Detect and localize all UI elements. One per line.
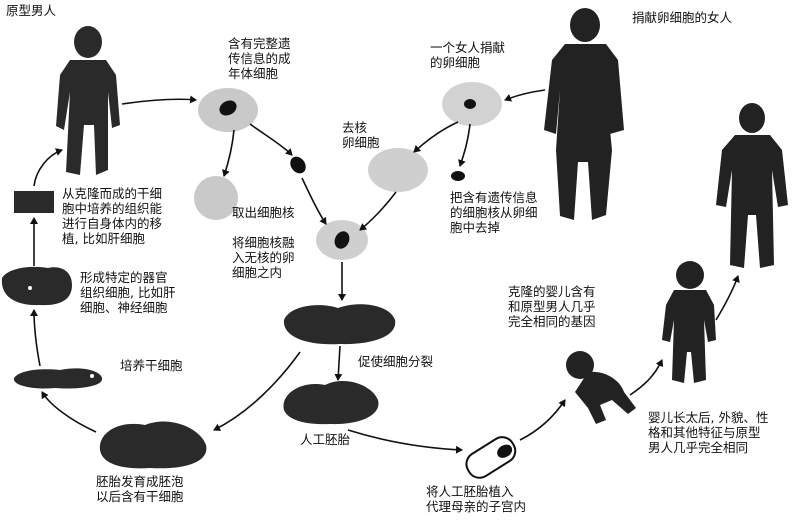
extracted-nucleus — [290, 156, 306, 174]
egg-cell — [442, 82, 502, 126]
culture-stem-label: 培养干细胞 — [120, 358, 183, 373]
original-man-silhouette — [56, 26, 120, 175]
promote-division-label: 促使细胞分裂 — [358, 354, 434, 369]
removed-nucleus — [451, 171, 465, 181]
blastocyst-blob — [99, 421, 207, 469]
process-arrows — [30, 89, 740, 454]
transplant-tissue-block — [14, 191, 54, 213]
organ-cells-label: 形成特定的器官 组织细胞, 比如肝 细胞、神经细胞 — [80, 270, 176, 315]
grown-up-label: 婴儿长太后, 外貌、性 格和其他特征与原型 男人几乎完全相同 — [648, 410, 769, 455]
transplant-tissue-label: 从克隆而成的干细 胞中培养的组织能 进行自身体内的移 植, 比如肝细胞 — [62, 186, 163, 246]
baby-silhouette — [566, 351, 636, 424]
enucleated-egg-label: 去核 卵细胞 — [342, 120, 380, 150]
dividing-cell-cluster — [283, 304, 396, 345]
artificial-embryo-blob — [283, 380, 379, 425]
adult-body-cell — [198, 88, 258, 132]
fused-cell — [316, 220, 368, 260]
woman-egg-label: 一个女人捐献 的卵细胞 — [430, 40, 506, 70]
fuse-nucleus-label: 将细胞核融 入无核的卵 细胞之内 — [232, 235, 295, 280]
donor-woman-label: 捐献卵细胞的女人 — [632, 10, 733, 25]
implant-label: 将人工胚胎植入 代理母亲的子宫内 — [426, 484, 527, 514]
artificial-embryo-label: 人工胚胎 — [300, 432, 351, 447]
donor-woman-silhouette — [544, 8, 624, 220]
surrogate-uterus — [465, 436, 517, 479]
original-man-label: 原型男人 — [6, 3, 57, 18]
remove-nucleus-label: 把含有遗传信息 的细胞核从卵细 胞中去掉 — [450, 190, 538, 235]
clone-baby-label: 克隆的婴儿含有 和原型男人几乎 完全相同的基因 — [508, 284, 596, 329]
extract-nucleus-label: 取出细胞核 — [232, 205, 295, 220]
organ-tissue-blob — [1, 266, 72, 306]
enucleated-egg-cell — [368, 148, 428, 192]
grown-man-silhouette — [716, 103, 788, 268]
empty-body-cell — [194, 176, 238, 220]
adult-cell-label: 含有完整遗 传信息的成 年体细胞 — [228, 36, 291, 81]
toddler-silhouette — [662, 261, 716, 383]
stem-cell-culture-blob — [13, 368, 103, 389]
embryo-blastocyst-label: 胚胎发育成胚泡 以后含有干细胞 — [96, 474, 184, 504]
